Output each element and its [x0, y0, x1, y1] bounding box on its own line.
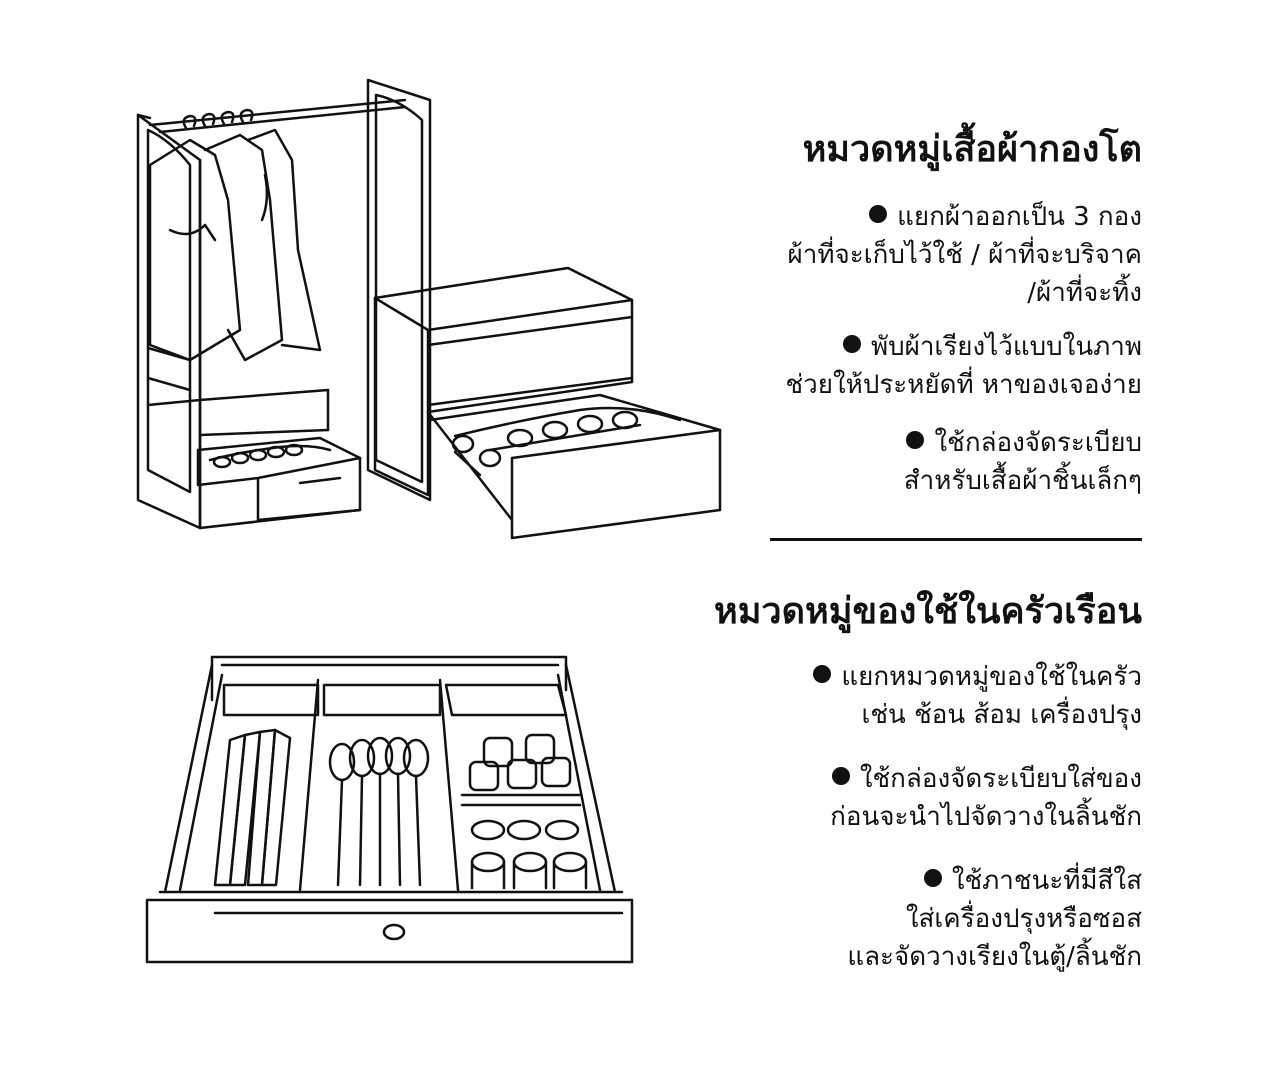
- section-divider: [770, 538, 1142, 541]
- tip-line: ผ้าที่จะเก็บไว้ใช้ / ผ้าที่จะบริจาค: [787, 240, 1142, 270]
- bullet-icon: [906, 431, 925, 449]
- tip-line: และจัดวางเรียงในตู้/ลิ้นชัก: [847, 942, 1142, 972]
- tip-line: ช่วยให้ประหยัดที่ หาของเจอง่าย: [785, 370, 1143, 400]
- tip-line: ใส่เครื่องปรุงหรือซอส: [905, 904, 1142, 934]
- kitchen-tip-3: ใช้ภาชนะที่มีสีใส ใส่เครื่องปรุงหรือซอส …: [847, 862, 1142, 976]
- clothing-tip-1: แยกผ้าออกเป็น 3 กอง ผ้าที่จะเก็บไว้ใช้ /…: [788, 198, 1142, 312]
- bullet-icon: [869, 205, 888, 223]
- tip-text: แยกหมวดหมู่ของใช้ในครัว: [841, 662, 1142, 692]
- bullet-icon: [923, 869, 942, 887]
- tip-line: ใช้กล่องจัดระเบียบใส่ของ: [830, 760, 1142, 798]
- clothing-tip-2: พับผ้าเรียงไว้แบบในภาพ ช่วยให้ประหยัดที่…: [786, 328, 1143, 404]
- section-title-clothing: หมวดหมู่เสื้อผ้ากองโต: [802, 129, 1142, 170]
- clothing-tip-3: ใช้กล่องจัดระเบียบ สำหรับเสื้อผ้าชิ้นเล็…: [904, 424, 1142, 500]
- bullet-icon: [842, 335, 861, 353]
- kitchen-drawer-illustration: [145, 655, 634, 964]
- tip-line: /ผ้าที่จะทิ้ง: [1027, 278, 1142, 308]
- tip-text: ใช้กล่องจัดระเบียบใส่ของ: [859, 764, 1142, 794]
- section-title-kitchen: หมวดหมู่ของใช้ในครัวเรือน: [713, 591, 1142, 632]
- kitchen-tip-1: แยกหมวดหมู่ของใช้ในครัว เช่น ช้อน ส้อม เ…: [813, 658, 1142, 734]
- tip-line: พับผ้าเรียงไว้แบบในภาพ: [786, 328, 1142, 366]
- bullet-icon: [831, 767, 850, 785]
- tip-text: แยกผ้าออกเป็น 3 กอง: [897, 202, 1142, 232]
- tip-text: ใช้ภาชนะที่มีสีใส: [951, 866, 1142, 896]
- tip-line: แยกหมวดหมู่ของใช้ในครัว: [813, 658, 1142, 696]
- tip-line: ใช้กล่องจัดระเบียบ: [904, 424, 1142, 462]
- bullet-icon: [813, 665, 832, 683]
- tip-text: ใช้กล่องจัดระเบียบ: [934, 428, 1142, 458]
- tip-text: พับผ้าเรียงไว้แบบในภาพ: [870, 332, 1142, 362]
- tip-line: สำหรับเสื้อผ้าชิ้นเล็กๆ: [903, 466, 1142, 496]
- kitchen-tip-2: ใช้กล่องจัดระเบียบใส่ของ ก่อนจะนำไปจัดวา…: [830, 760, 1142, 836]
- tip-line: แยกผ้าออกเป็น 3 กอง: [788, 198, 1142, 236]
- chest-of-drawers-illustration: [373, 266, 722, 540]
- tip-line: เช่น ช้อน ส้อม เครื่องปรุง: [861, 700, 1142, 730]
- tip-line: ก่อนจะนำไปจัดวางในลิ้นชัก: [830, 802, 1142, 832]
- wardrobe-illustration: [136, 78, 432, 530]
- tip-line: ใช้ภาชนะที่มีสีใส: [847, 862, 1142, 900]
